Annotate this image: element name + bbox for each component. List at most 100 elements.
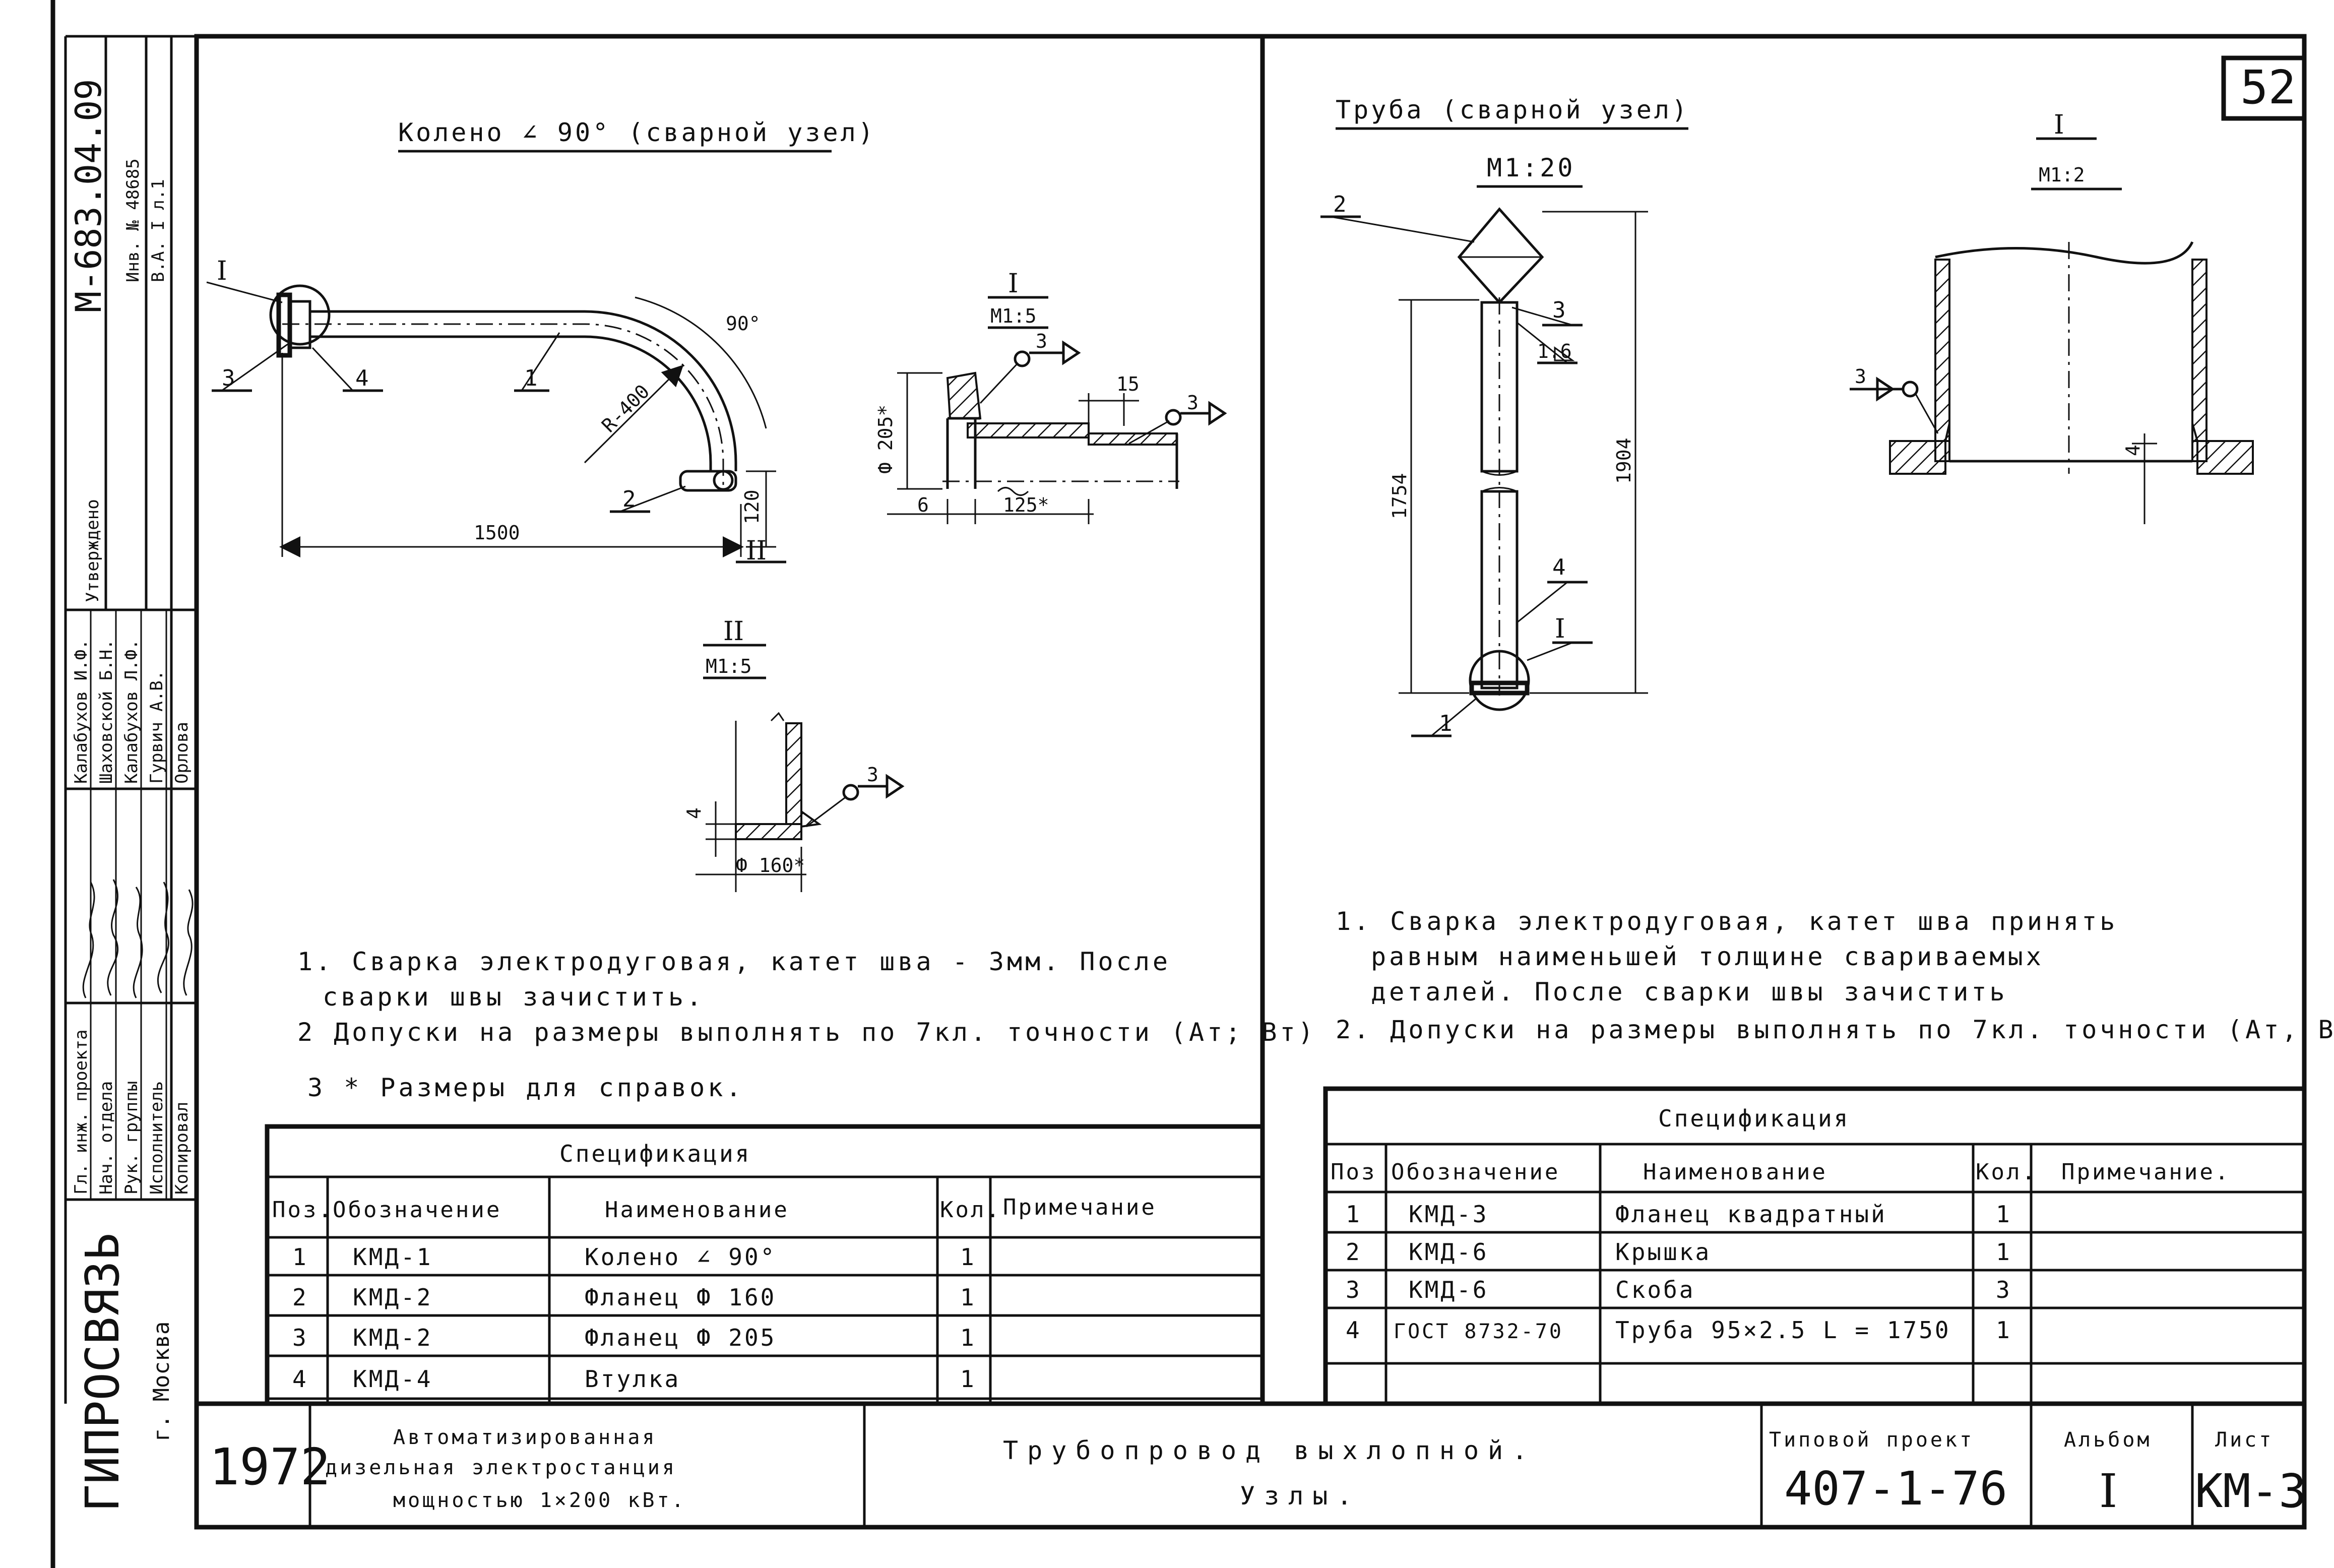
left-spec-r2-pos: 2 — [292, 1284, 308, 1311]
pipe-callout-weld: 1.6 — [1537, 340, 1572, 362]
elbow-drawing — [206, 281, 786, 563]
right-spec-title: Спецификация — [1658, 1105, 1850, 1132]
side-role-2: Нач. отдела — [96, 1081, 116, 1195]
right-note-2: 2. Допуски на размеры выполнять по 7кл. … — [1336, 1015, 2334, 1044]
left-spec-title: Спецификация — [559, 1140, 751, 1167]
title-year: 1972 — [209, 1437, 331, 1496]
title-drawing-name-2: Узлы. — [1240, 1481, 1361, 1511]
side-name-2: Шаховской Б.Н. — [96, 639, 116, 784]
side-inv: Инв. № 48685 — [123, 158, 143, 282]
right-spec-r4-code: ГОСТ 8732-70 — [1394, 1320, 1563, 1343]
detail-I-d15: 15 — [1116, 373, 1140, 395]
pipe-dim-1904: 1904 — [1613, 437, 1635, 484]
right-spec-hdr-qty: Кол. — [1976, 1159, 2037, 1185]
side-signatures — [82, 879, 194, 998]
right-spec-r3-code: КМД-6 — [1409, 1276, 1488, 1303]
right-note-1: 1. Сварка электродуговая, катет шва прин… — [1336, 907, 2118, 936]
elbow-callout-II: II — [746, 536, 767, 566]
side-name-4: Гурвич А.В. — [147, 670, 167, 784]
side-stamp — [64, 35, 197, 1404]
pipe-detail-I-weld: 3 — [1855, 365, 1866, 388]
left-spec-hdr-name: Наименование — [605, 1197, 789, 1223]
title-sheet-label: Лист — [2215, 1428, 2274, 1452]
right-drawing-title: Труба (сварной узел) — [1336, 95, 1689, 124]
right-spec-r1-code: КМД-3 — [1409, 1201, 1488, 1228]
right-drawing-scale: M1:20 — [1487, 153, 1575, 182]
detail-I-scale: M1:5 — [990, 305, 1037, 327]
title-object-3: мощностью 1×200 кВт. — [393, 1489, 686, 1512]
elbow-angle: 90° — [726, 312, 761, 335]
detail-II-label: II — [723, 616, 744, 647]
detail-II-diam: Ф 160* — [736, 854, 805, 876]
side-approval: Утверждено — [83, 499, 103, 602]
pipe-detail-I-label: I — [2054, 110, 2064, 140]
right-spec-r4-name: Труба 95×2.5 L = 1750 — [1615, 1316, 1951, 1344]
side-role-4: Исполнитель — [147, 1081, 167, 1195]
right-spec-r3-name: Скоба — [1615, 1276, 1695, 1303]
elbow-length: 1500 — [474, 522, 520, 544]
side-sheet: В.А. I л.1 — [148, 179, 168, 282]
elbow-callout-I: I — [217, 256, 227, 286]
left-spec-r2-code: КМД-2 — [353, 1284, 432, 1311]
left-spec-r1-pos: 1 — [292, 1243, 308, 1271]
left-spec-hdr-pos: Поз. — [272, 1197, 334, 1223]
left-spec-r3-qty: 1 — [960, 1324, 976, 1351]
detail-I-d6: 6 — [917, 494, 929, 516]
title-project-label: Типовой проект — [1769, 1428, 1974, 1452]
title-sheet-value: КМ-3 — [2195, 1464, 2307, 1518]
side-role-5: Копировал — [172, 1102, 192, 1195]
detail-II-drawing — [696, 712, 905, 892]
right-spec-r4-qty: 1 — [1996, 1316, 2012, 1344]
elbow-offset: 120 — [741, 489, 763, 524]
pipe-detail-I-drawing — [1850, 241, 2254, 524]
pipe-dim-1754: 1754 — [1389, 473, 1411, 519]
left-spec-r3-name: Фланец Ф 205 — [585, 1324, 776, 1351]
elbow-callout-4: 4 — [355, 365, 369, 391]
sheet-number: 52 — [2240, 60, 2296, 114]
right-spec-r3-pos: 3 — [1346, 1276, 1362, 1303]
title-album-label: Альбом — [2064, 1428, 2152, 1452]
right-spec-hdr-name: Наименование — [1643, 1159, 1827, 1185]
pipe-callout-3: 3 — [1552, 297, 1566, 323]
pipe-callout-4: 4 — [1552, 554, 1566, 580]
side-name-1: Калабухов И.Ф. — [71, 639, 91, 784]
left-drawing-title: Колено ∠ 90° (сварной узел) — [398, 118, 876, 147]
detail-II-weld: 3 — [867, 764, 878, 786]
title-object-1: Автоматизированная — [393, 1426, 657, 1449]
right-spec-r1-pos: 1 — [1346, 1201, 1362, 1228]
detail-I-weld-1: 3 — [1036, 330, 1047, 352]
left-spec-r4-qty: 1 — [960, 1365, 976, 1393]
right-spec-r1-qty: 1 — [1996, 1201, 2012, 1228]
detail-I-diam: Ф 205* — [874, 405, 897, 474]
left-spec-r4-pos: 4 — [292, 1365, 308, 1393]
left-note-2: 2 Допуски на размеры выполнять по 7кл. т… — [297, 1018, 1316, 1047]
left-spec-r4-name: Втулка — [585, 1365, 680, 1393]
side-city: г. Москва — [149, 1322, 174, 1441]
detail-I-label: I — [1008, 269, 1019, 299]
left-spec-r2-qty: 1 — [960, 1284, 976, 1311]
pipe-detail-I-scale: M1:2 — [2039, 164, 2085, 186]
right-spec-r1-name: Фланец квадратный — [1615, 1201, 1887, 1228]
right-spec-r2-code: КМД-6 — [1409, 1238, 1488, 1266]
detail-II-scale: M1:5 — [706, 655, 752, 677]
detail-I-d125: 125* — [1003, 494, 1049, 516]
elbow-callout-2: 2 — [622, 486, 636, 512]
right-spec-hdr-code: Обозначение — [1391, 1159, 1560, 1185]
left-spec-r1-code: КМД-1 — [353, 1243, 432, 1271]
right-spec-table — [1323, 1086, 2307, 1406]
left-note-1b: сварки швы зачистить. — [323, 982, 705, 1012]
left-spec-r3-pos: 3 — [292, 1324, 308, 1351]
elbow-callout-1: 1 — [524, 365, 538, 391]
side-org-name: ГИПРОСВЯЗЬ — [76, 1233, 130, 1512]
title-album-value: I — [2099, 1464, 2117, 1518]
title-object-2: дизельная электростанция — [325, 1456, 677, 1479]
right-spec-hdr-note: Примечание. — [2061, 1159, 2230, 1185]
elbow-callout-3: 3 — [222, 365, 235, 391]
left-spec-r2-name: Фланец Ф 160 — [585, 1284, 776, 1311]
left-spec-r1-name: Колено ∠ 90° — [585, 1243, 776, 1271]
right-note-1c: деталей. После сварки швы зачистить — [1371, 977, 2008, 1007]
side-doc-number: М-683.04.09 — [68, 79, 109, 312]
pipe-callout-2: 2 — [1333, 192, 1347, 217]
left-spec-hdr-code: Обозначение — [333, 1197, 501, 1223]
